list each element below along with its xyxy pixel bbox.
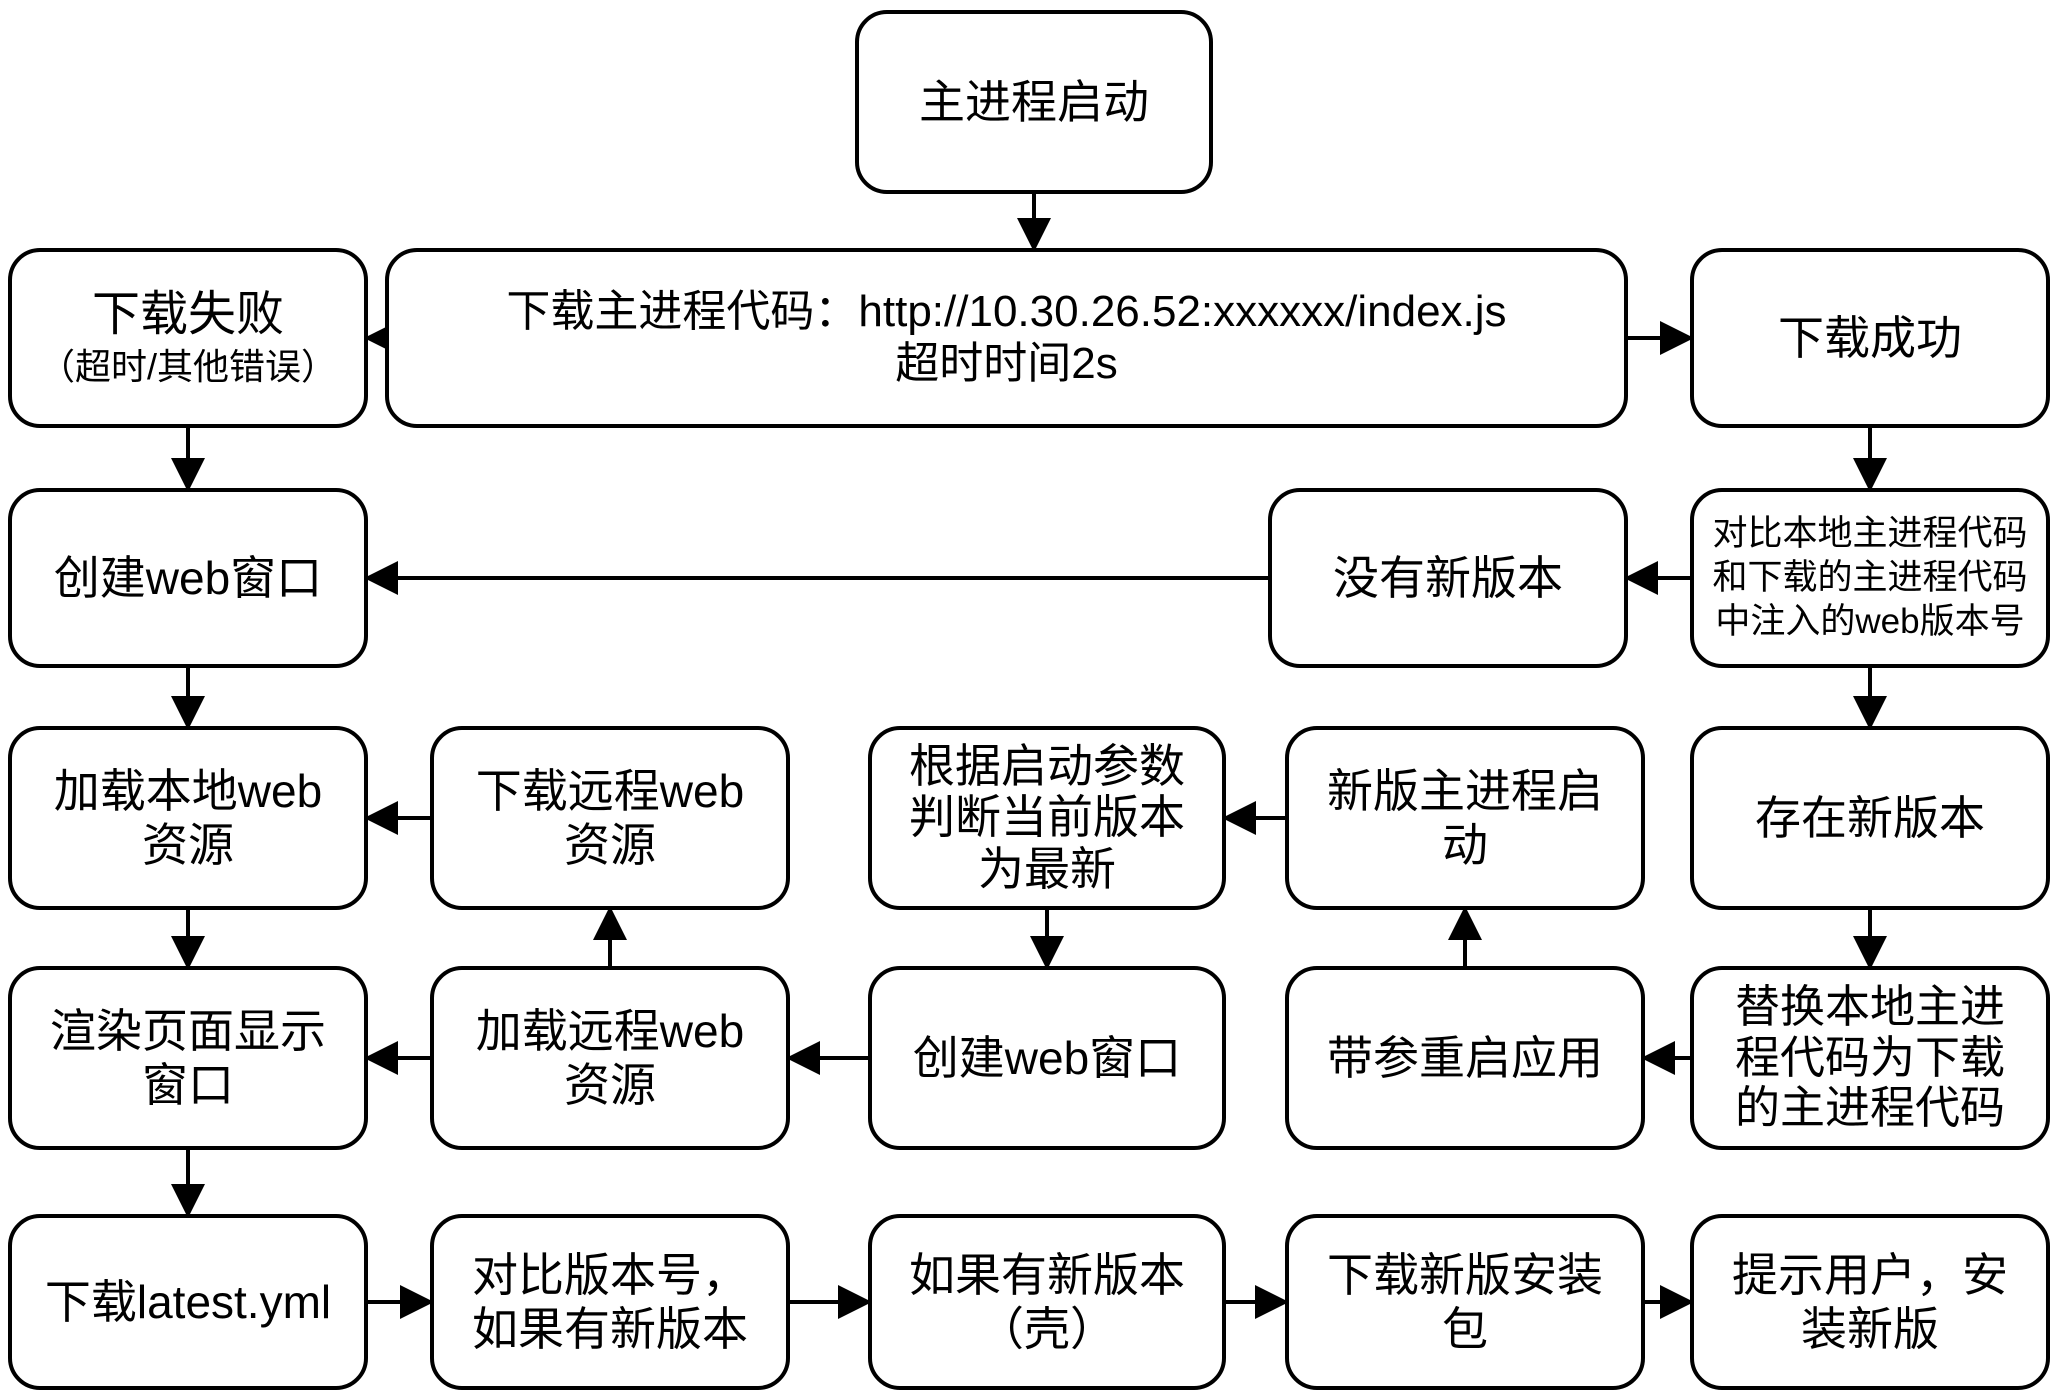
node-download-fail-sublabel: （超时/其他错误） bbox=[38, 345, 337, 387]
node-create-web-window-2: 创建web窗口 bbox=[868, 966, 1226, 1150]
node-download-latest-yml: 下载latest.yml bbox=[8, 1214, 368, 1390]
node-prompt-user-install: 提示用户，安 装新版 bbox=[1690, 1214, 2050, 1390]
node-load-local-web-resources: 加载本地web 资源 bbox=[8, 726, 368, 910]
node-download-success: 下载成功 bbox=[1690, 248, 2050, 428]
node-main-process-start: 主进程启动 bbox=[855, 10, 1213, 194]
node-judge-current-version-latest: 根据启动参数 判断当前版本 为最新 bbox=[868, 726, 1226, 910]
node-download-remote-web-resources: 下载远程web 资源 bbox=[430, 726, 790, 910]
node-render-page-show-window: 渲染页面显示 窗口 bbox=[8, 966, 368, 1150]
node-if-new-version-shell: 如果有新版本 （壳） bbox=[868, 1214, 1226, 1390]
node-compare-version-number: 对比版本号， 如果有新版本 bbox=[430, 1214, 790, 1390]
node-download-fail-label: 下载失败 bbox=[91, 288, 284, 342]
node-compare-web-version: 对比本地主进程代码 和下载的主进程代码 中注入的web版本号 bbox=[1690, 488, 2050, 668]
node-new-main-process-start: 新版主进程启 动 bbox=[1285, 726, 1645, 910]
node-no-new-version: 没有新版本 bbox=[1268, 488, 1628, 668]
node-download-fail: 下载失败 （超时/其他错误） bbox=[8, 248, 368, 428]
node-replace-local-main-code: 替换本地主进 程代码为下载 的主进程代码 bbox=[1690, 966, 2050, 1150]
node-download-new-installer: 下载新版安装 包 bbox=[1285, 1214, 1645, 1390]
node-load-remote-web-resources: 加载远程web 资源 bbox=[430, 966, 790, 1150]
node-download-main-code: 下载主进程代码：http://10.30.26.52:xxxxxx/index.… bbox=[385, 248, 1628, 428]
node-has-new-version: 存在新版本 bbox=[1690, 726, 2050, 910]
node-restart-app-with-args: 带参重启应用 bbox=[1285, 966, 1645, 1150]
node-create-web-window-1: 创建web窗口 bbox=[8, 488, 368, 668]
